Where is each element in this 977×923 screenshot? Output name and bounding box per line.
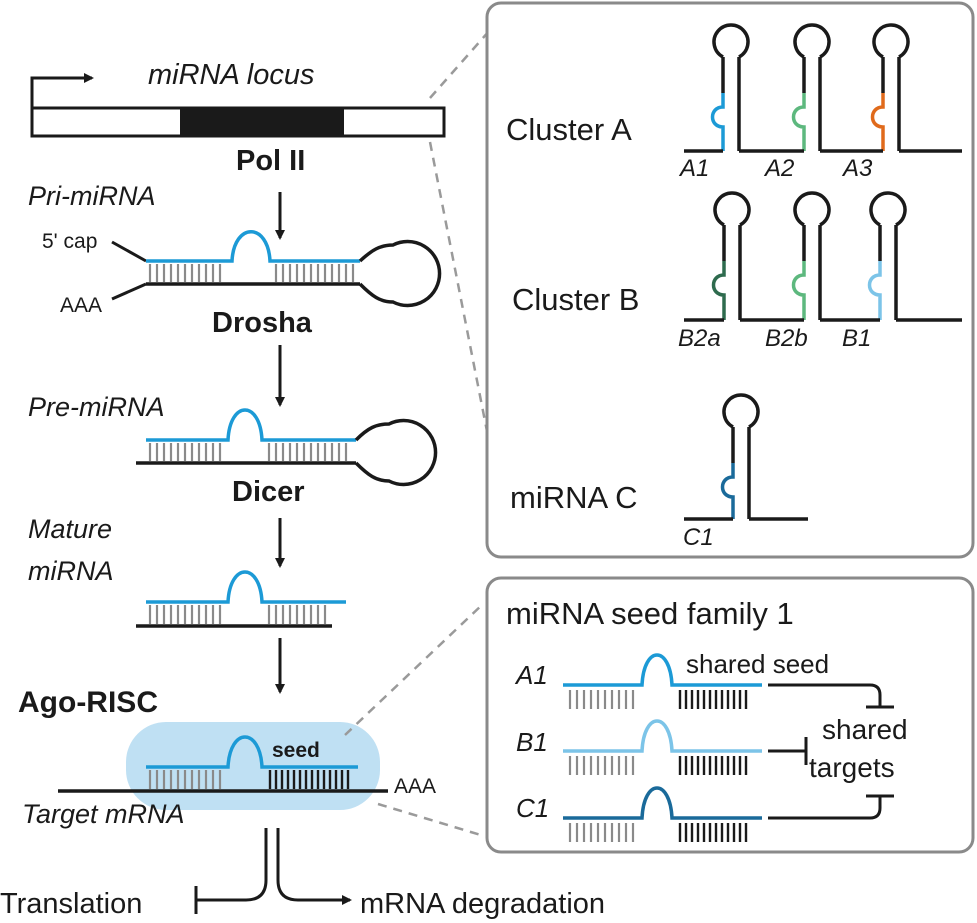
seed-row-c1 bbox=[563, 786, 762, 842]
mature-label-2: miRNA bbox=[28, 556, 114, 586]
seed-family-title: miRNA seed family 1 bbox=[506, 596, 794, 631]
seed-rows-group bbox=[563, 653, 762, 842]
cluster-b-label: Cluster B bbox=[512, 282, 639, 317]
member-a3-label: A3 bbox=[841, 155, 873, 182]
hairpin-a2 bbox=[791, 23, 831, 151]
hairpin-b2b bbox=[791, 191, 831, 320]
seed-row-c1-label: C1 bbox=[516, 793, 549, 823]
inhibit-c1 bbox=[768, 797, 882, 820]
hairpin-group bbox=[684, 23, 962, 521]
zoom-line-bottom-1 bbox=[344, 602, 485, 736]
cluster-a-label: Cluster A bbox=[506, 112, 632, 147]
seed-row-b1 bbox=[563, 719, 762, 775]
polya-label-right: AAA bbox=[394, 775, 436, 798]
pol2-label: Pol II bbox=[236, 145, 305, 177]
pri-mirna-hairpin bbox=[111, 230, 442, 308]
seed-label: seed bbox=[272, 739, 320, 762]
polya-label-left: AAA bbox=[60, 294, 102, 317]
member-c1-label: C1 bbox=[683, 524, 714, 551]
member-b2a-label: B2a bbox=[678, 325, 721, 352]
dicer-label: Dicer bbox=[232, 476, 305, 508]
hairpin-a1 bbox=[710, 23, 750, 151]
mirna-c-label: miRNA C bbox=[510, 480, 637, 515]
member-b2b-label: B2b bbox=[765, 325, 808, 352]
tss-arrow bbox=[30, 73, 94, 108]
translation-repression-branch bbox=[196, 828, 268, 902]
hairpin-b1 bbox=[867, 191, 907, 320]
ago-risc-complex bbox=[126, 722, 380, 810]
clusters-panel bbox=[485, 1, 975, 559]
ago-risc-label: Ago-RISC bbox=[18, 686, 158, 719]
target-mrna-label: Target mRNA bbox=[22, 799, 185, 829]
pre-mirna-label: Pre-miRNA bbox=[28, 392, 165, 422]
drosha-label: Drosha bbox=[212, 307, 313, 339]
pri-mirna-label: Pri-miRNA bbox=[28, 181, 156, 211]
mrna-degradation-label: mRNA degradation bbox=[360, 888, 605, 920]
degradation-branch bbox=[276, 828, 352, 905]
shared-targets-label-2: targets bbox=[809, 752, 895, 783]
mature-mirna-duplex bbox=[136, 570, 346, 628]
seed-family-panel bbox=[485, 576, 975, 854]
mirna-locus-gene bbox=[180, 108, 344, 136]
hairpin-a3 bbox=[870, 23, 910, 151]
member-a2-label: A2 bbox=[763, 155, 794, 182]
hairpin-c1 bbox=[720, 393, 760, 519]
inhibit-a1 bbox=[768, 683, 882, 706]
mature-label-1: Mature bbox=[28, 514, 112, 544]
seed-row-a1 bbox=[563, 653, 762, 709]
member-b1-label: B1 bbox=[842, 325, 871, 352]
translation-label: Translation bbox=[0, 888, 142, 920]
shared-targets-label-1: shared bbox=[822, 714, 908, 745]
shared-seed-label: shared seed bbox=[686, 649, 829, 679]
zoom-line-top-1 bbox=[429, 29, 491, 99]
zoom-line-bottom-2 bbox=[377, 802, 485, 838]
seed-row-a1-label: A1 bbox=[514, 660, 548, 690]
pre-mirna-hairpin bbox=[136, 408, 438, 487]
seed-row-b1-label: B1 bbox=[516, 727, 548, 757]
member-a1-label: A1 bbox=[678, 155, 709, 182]
risc-bound-mirna bbox=[146, 735, 358, 789]
cap-label: 5' cap bbox=[42, 230, 97, 253]
mirna-locus-label: miRNA locus bbox=[148, 59, 315, 91]
hairpin-b2a bbox=[711, 191, 751, 320]
